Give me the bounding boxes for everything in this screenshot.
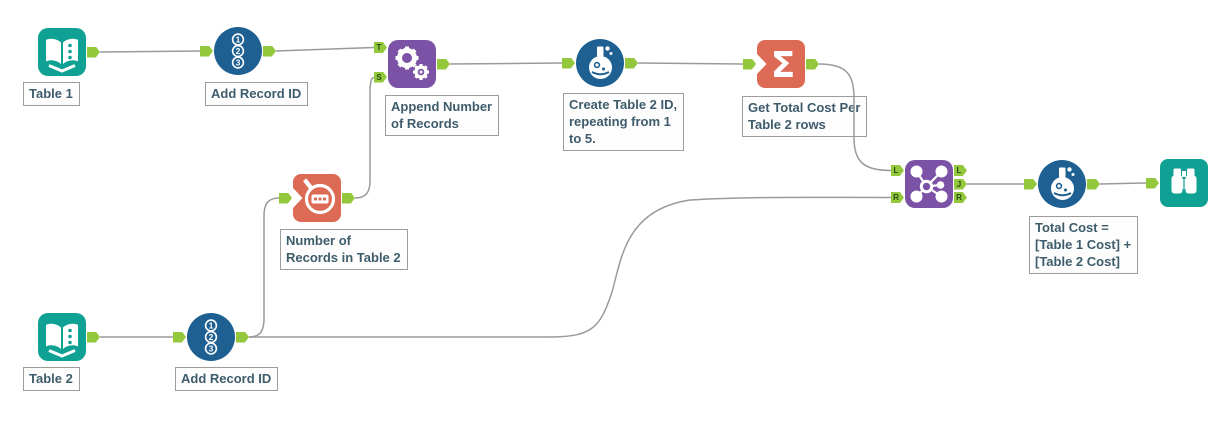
svg-text:3: 3 (209, 343, 214, 353)
input-anchor[interactable] (200, 45, 213, 57)
annotation-add-record-id-2[interactable]: Add Record ID (175, 367, 279, 391)
tool-input-data-table1[interactable] (38, 28, 100, 76)
output-anchor[interactable] (437, 58, 450, 70)
tool-append-fields[interactable]: T S (374, 40, 450, 88)
annotation-get-total-cost[interactable]: Get Total Cost Per Table 2 rows (742, 96, 868, 137)
input-anchor[interactable] (562, 57, 575, 69)
output-anchor[interactable] (806, 58, 819, 70)
input-anchor-left[interactable]: L (891, 165, 904, 176)
annotation-add-record-id-1[interactable]: Add Record ID (205, 82, 309, 106)
record-id-icon: 1 2 3 (187, 313, 235, 361)
input-anchor[interactable] (1146, 177, 1159, 189)
tool-record-id-2[interactable]: 1 2 3 (173, 313, 249, 361)
annotation-total-cost[interactable]: Total Cost = [Table 1 Cost] + [Table 2 C… (1029, 216, 1139, 274)
svg-text:Σ: Σ (771, 45, 796, 86)
formula-flask-icon (576, 39, 624, 87)
input-anchor[interactable] (1024, 178, 1037, 190)
output-anchor-right[interactable]: R (954, 192, 967, 203)
tool-formula-1[interactable] (562, 39, 638, 87)
svg-text:1: 1 (236, 34, 241, 44)
count-records-counter-icon (293, 174, 341, 222)
input-anchor[interactable] (173, 331, 186, 343)
formula-flask-icon (1038, 160, 1086, 208)
output-anchor[interactable] (625, 57, 638, 69)
input-anchor-target[interactable]: T (374, 42, 387, 53)
input-anchor[interactable] (279, 192, 292, 204)
wire-recordid1-append-t[interactable] (275, 46, 375, 52)
output-anchor[interactable] (342, 192, 355, 204)
annotation-number-of-records[interactable]: Number of Records in Table 2 (280, 229, 408, 270)
output-anchor[interactable] (263, 45, 276, 57)
output-anchor[interactable] (87, 331, 100, 343)
input-anchor-source[interactable]: S (374, 71, 387, 83)
output-anchor[interactable] (1087, 178, 1100, 190)
summarize-sigma-icon: Σ (757, 40, 805, 88)
svg-text:1: 1 (209, 320, 214, 330)
tool-record-id-1[interactable]: 1 2 3 (200, 27, 276, 75)
wire-formula1-summarize[interactable] (637, 62, 744, 65)
tool-count-records[interactable] (279, 174, 355, 222)
tool-input-data-table2[interactable] (38, 313, 100, 361)
tool-browse[interactable] (1146, 159, 1208, 207)
wire-recordid2-count[interactable] (248, 197, 280, 338)
input-anchor[interactable] (743, 58, 756, 70)
record-id-icon: 1 2 3 (214, 27, 262, 75)
input-anchor-right[interactable]: R (891, 192, 904, 203)
tool-join[interactable]: L R L J R (891, 160, 967, 208)
browse-binoculars-icon (1160, 159, 1208, 207)
output-anchor[interactable] (87, 46, 100, 58)
svg-text:3: 3 (236, 57, 241, 67)
svg-text:2: 2 (209, 332, 214, 342)
output-anchor[interactable] (236, 331, 249, 343)
annotation-create-table2-id[interactable]: Create Table 2 ID, repeating from 1 to 5… (563, 93, 685, 151)
input-data-icon (38, 313, 86, 361)
tool-summarize[interactable]: Σ (743, 40, 819, 88)
wire-formula2-browse[interactable] (1099, 182, 1147, 185)
annotation-table1[interactable]: Table 1 (23, 82, 80, 106)
join-network-icon (905, 160, 953, 208)
output-anchor-join[interactable]: J (954, 178, 967, 190)
annotation-table2[interactable]: Table 2 (23, 367, 80, 391)
wire-input1-recordid1[interactable] (99, 50, 201, 53)
append-fields-gears-icon (388, 40, 436, 88)
input-data-icon (38, 28, 86, 76)
output-anchor-left[interactable]: L (954, 165, 967, 176)
tool-formula-2[interactable] (1024, 160, 1100, 208)
wire-append-formula1[interactable] (449, 62, 563, 65)
annotation-append-number-of-records[interactable]: Append Number of Records (385, 95, 500, 136)
wire-count-append-s[interactable] (354, 76, 375, 199)
svg-text:2: 2 (236, 46, 241, 56)
